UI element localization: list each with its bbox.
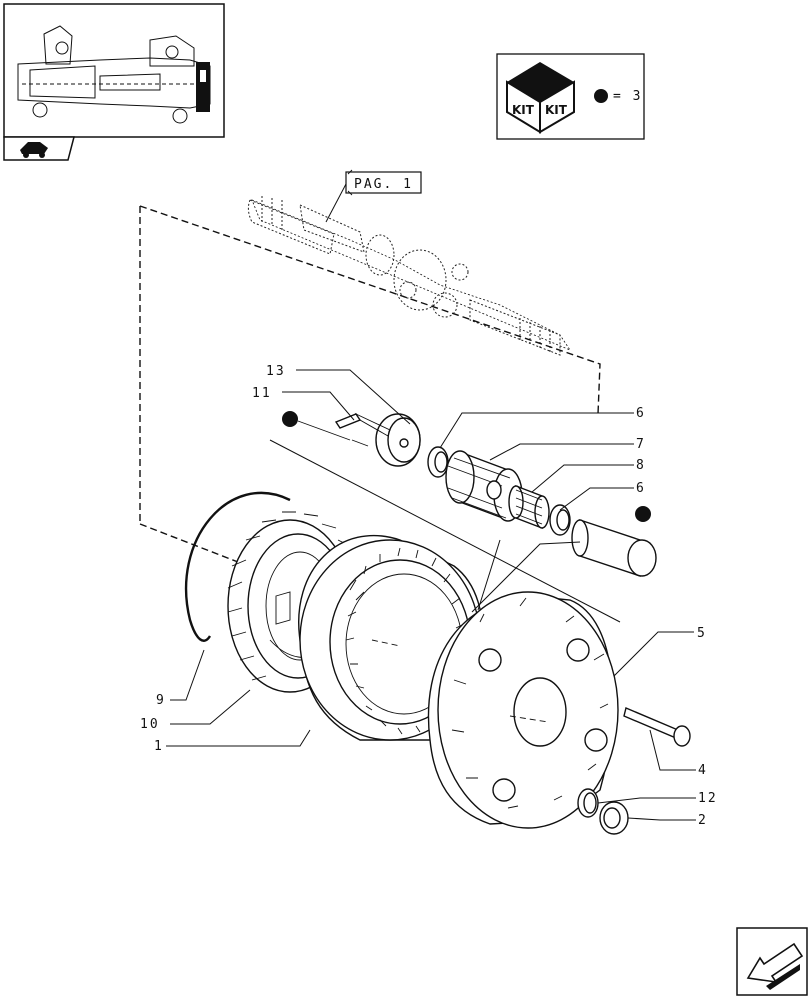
part-12-o-ring[interactable] bbox=[577, 788, 599, 818]
kit-bullet-dot bbox=[594, 89, 608, 103]
part-5-planet-carrier[interactable] bbox=[427, 591, 619, 829]
part-11-screw[interactable] bbox=[334, 412, 391, 447]
callout-2: 2 bbox=[698, 813, 708, 828]
next-page-button[interactable] bbox=[736, 927, 808, 996]
axle-shaft-reference bbox=[247, 196, 572, 356]
page-reference[interactable]: PAG. 1 bbox=[325, 169, 422, 223]
callout-8: 8 bbox=[636, 458, 646, 473]
planet-pin[interactable] bbox=[571, 519, 657, 577]
assembly-dashed-line bbox=[139, 205, 601, 415]
callout-6-top: 6 bbox=[636, 406, 646, 421]
callout-10: 10 bbox=[140, 717, 160, 732]
page-reference-label: PAG. 1 bbox=[354, 177, 413, 192]
kit-cube-icon: KIT KIT bbox=[506, 62, 575, 134]
part-2-plug[interactable] bbox=[599, 801, 629, 835]
part-4-bolt[interactable] bbox=[623, 707, 691, 747]
kit-box: KIT KIT = 3 bbox=[496, 53, 645, 140]
overview-thumbnail[interactable] bbox=[3, 3, 225, 138]
tractor-section-icon bbox=[20, 142, 48, 158]
kit-count: = 3 bbox=[613, 89, 642, 104]
callout-11: 11 bbox=[252, 386, 272, 401]
highlighted-hub-mark bbox=[196, 62, 210, 112]
callout-7: 7 bbox=[636, 437, 646, 452]
callout-6-bottom: 6 bbox=[636, 481, 646, 496]
kit-label-left: KIT bbox=[512, 103, 535, 117]
part-6-washer-right[interactable] bbox=[549, 504, 571, 536]
bullet-dot-screw bbox=[282, 411, 298, 427]
callout-9: 9 bbox=[156, 693, 166, 708]
kit-label-right: KIT bbox=[545, 103, 568, 117]
next-page-arrow-icon bbox=[746, 942, 804, 990]
callout-labels: 13 11 6 7 8 6 5 4 12 2 9 10 1 bbox=[140, 364, 718, 828]
callout-4: 4 bbox=[698, 763, 708, 778]
part-13-plate[interactable] bbox=[375, 413, 421, 467]
callout-13: 13 bbox=[266, 364, 286, 379]
part-6-washer-left[interactable] bbox=[427, 446, 449, 478]
leader-lines bbox=[166, 369, 696, 821]
bullet-dot-pin bbox=[635, 506, 651, 522]
callout-5: 5 bbox=[697, 626, 707, 641]
callout-1: 1 bbox=[154, 739, 164, 754]
section-flag[interactable] bbox=[3, 136, 75, 161]
part-8-needle-bearing[interactable] bbox=[508, 484, 550, 530]
callout-12: 12 bbox=[698, 791, 718, 806]
part-9-snap-ring[interactable] bbox=[184, 491, 291, 642]
